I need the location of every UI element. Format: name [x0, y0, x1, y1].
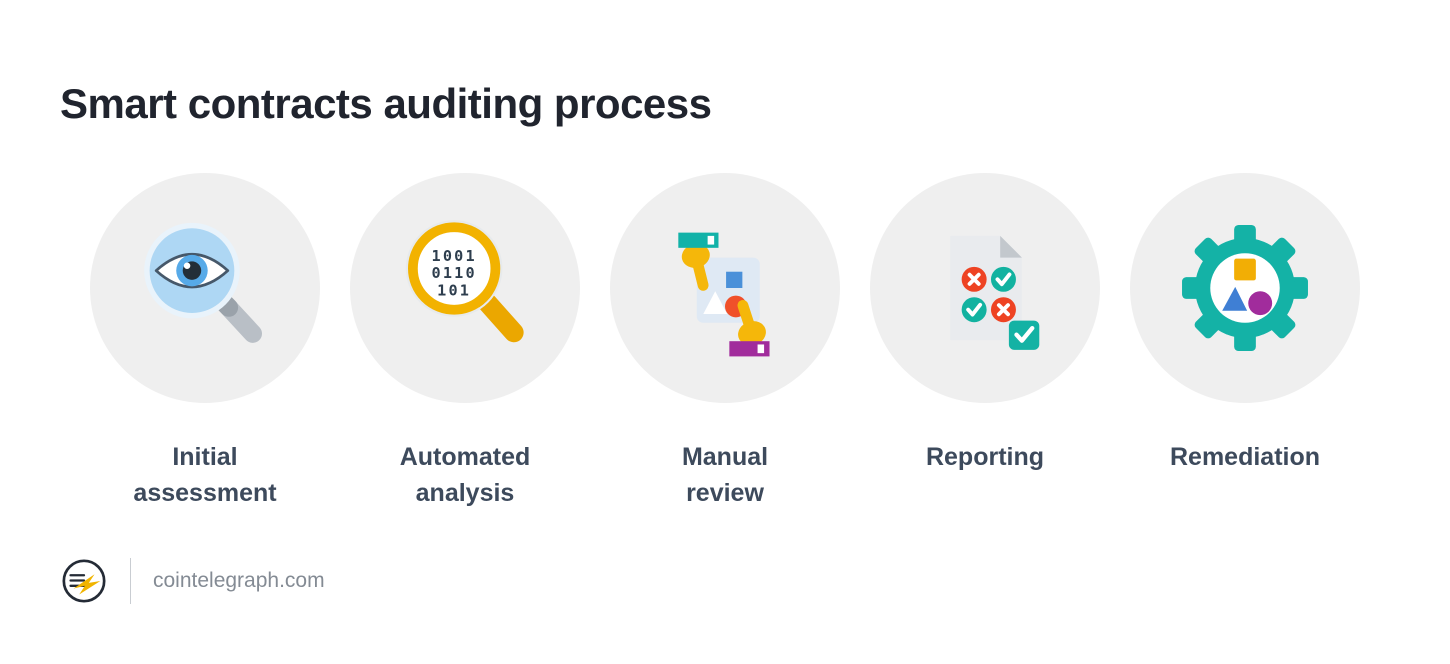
process-steps: Initial assessment 1001 0110 101 Automat…	[90, 173, 1360, 512]
step-circle	[1130, 173, 1360, 403]
footer-divider	[130, 558, 131, 604]
footer: cointelegraph.com	[60, 557, 325, 605]
step-reporting: Reporting	[870, 173, 1100, 512]
gear-shapes-icon	[1182, 225, 1308, 351]
step-initial-assessment: Initial assessment	[90, 173, 320, 512]
pointing-hands-icon	[678, 232, 770, 357]
binary-line: 1001	[432, 247, 477, 265]
step-label-manual-review: Manual review	[681, 443, 769, 508]
step-circle: 1001 0110 101	[350, 173, 580, 403]
step-label-automated-analysis: Automated analysis	[399, 443, 531, 508]
step-label-initial-assessment: Initial assessment	[133, 443, 277, 508]
step-remediation: Remediation	[1130, 173, 1360, 512]
site-url: cointelegraph.com	[153, 569, 325, 592]
binary-line: 0110	[432, 264, 477, 282]
step-automated-analysis: 1001 0110 101 Automated analysis	[350, 173, 580, 512]
step-circle	[610, 173, 840, 403]
eye-magnifier-icon	[144, 222, 262, 343]
step-label-reporting: Reporting	[925, 443, 1045, 471]
cointelegraph-logo-icon	[60, 557, 108, 605]
step-circle	[90, 173, 320, 403]
step-circle	[870, 173, 1100, 403]
step-label-remediation: Remediation	[1169, 443, 1321, 471]
step-manual-review: Manual review	[610, 173, 840, 512]
binary-line: 101	[437, 282, 471, 300]
binary-magnifier-icon: 1001 0110 101	[405, 220, 524, 343]
report-checklist-icon	[950, 235, 1040, 350]
page-title: Smart contracts auditing process	[60, 80, 712, 128]
